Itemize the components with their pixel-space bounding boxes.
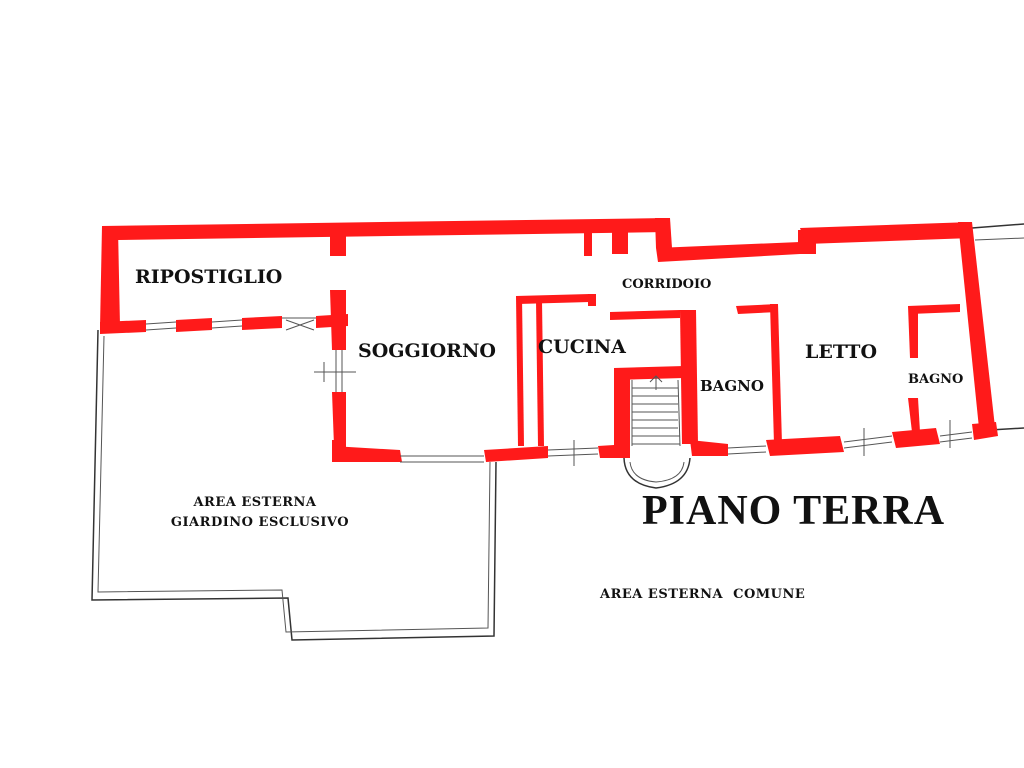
exterior-line-top [971,223,1024,229]
window-details [145,317,973,466]
garden-label-line2: GIARDINO ESCLUSIVO [170,515,350,530]
common-area-label: AREA ESTERNA COMUNE [600,587,806,602]
room-label-cucina: CUCINA [538,336,626,358]
room-label-letto: LETTO [805,341,877,363]
room-label-ripostiglio: RIPOSTIGLIO [135,266,283,288]
room-label-corridoio: CORRIDOIO [622,277,712,292]
floor-title: PIANO TERRA [642,488,946,534]
room-label-bagno-2: BAGNO [908,372,964,387]
garden-label-line1: AREA ESTERNA [193,495,317,510]
exterior-line-top-inner [974,237,1024,241]
room-label-soggiorno: SOGGIORNO [358,340,496,362]
room-label-bagno-1: BAGNO [700,377,764,395]
walls [100,218,998,462]
stairs [623,375,691,489]
garden-outline [91,329,497,641]
